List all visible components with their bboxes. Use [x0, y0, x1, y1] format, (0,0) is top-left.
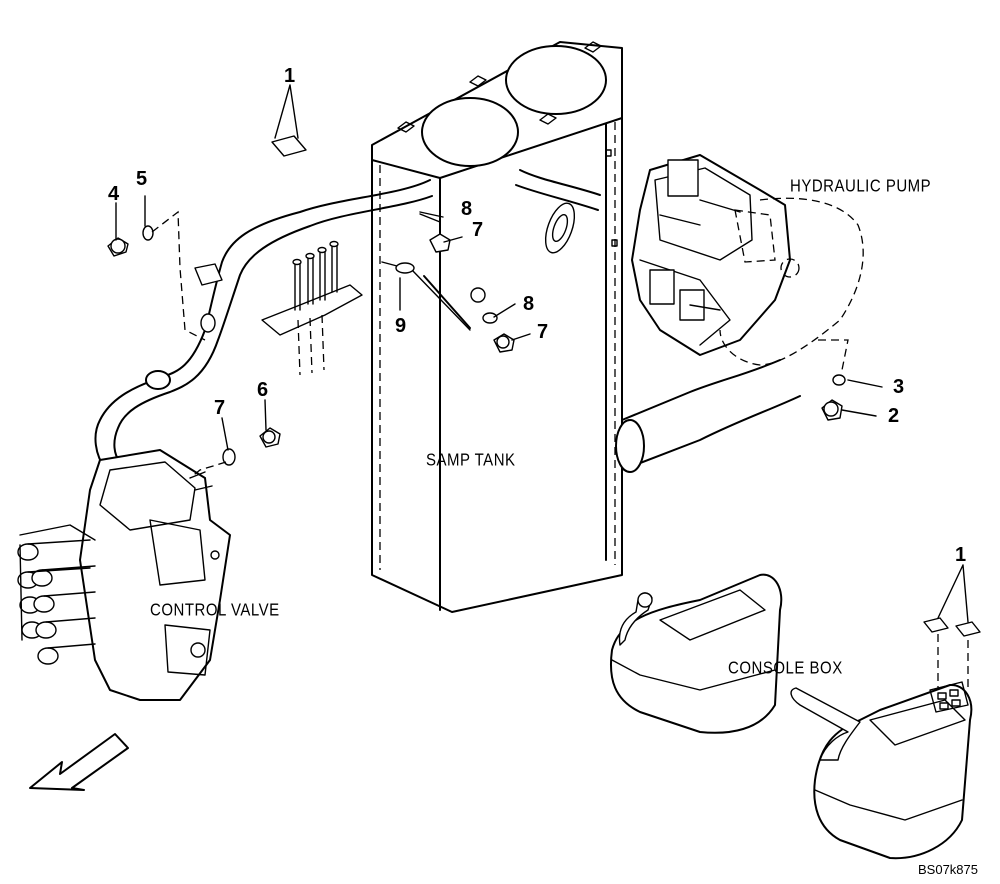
hydraulic-pump-label: HYDRAULIC PUMP: [790, 176, 932, 197]
hydraulic-pump: [631, 154, 864, 371]
callout-7-mid: 7: [537, 321, 549, 343]
console-box-right: [790, 681, 973, 860]
control-valve-label: CONTROL VALVE: [150, 600, 280, 621]
samp-tank-label: SAMP TANK: [426, 450, 516, 471]
callout-5: 5: [136, 168, 148, 190]
callout-7-left: 7: [214, 397, 226, 419]
callout-8-mid: 8: [523, 293, 535, 315]
callout-9: 9: [395, 315, 407, 337]
callout-8-top: 8: [461, 198, 473, 220]
hoses: [94, 169, 801, 473]
console-box-left: [610, 573, 783, 734]
callout-3: 3: [893, 376, 905, 398]
control-valve: [17, 449, 231, 701]
callout-1-right: 1: [955, 544, 967, 566]
front-direction-arrow-icon: [29, 733, 129, 791]
callout-2: 2: [888, 405, 900, 427]
samp-tank: [371, 41, 623, 613]
callout-7-top: 7: [472, 219, 484, 241]
small-parts: [107, 84, 981, 690]
valve-spools: [17, 524, 96, 665]
callout-4: 4: [108, 183, 120, 205]
drawing-code: BS07k875: [918, 862, 978, 877]
callout-6: 6: [257, 379, 269, 401]
leader-lines: [115, 195, 883, 451]
callout-1-top: 1: [284, 65, 296, 87]
console-box-label: CONSOLE BOX: [728, 658, 843, 679]
